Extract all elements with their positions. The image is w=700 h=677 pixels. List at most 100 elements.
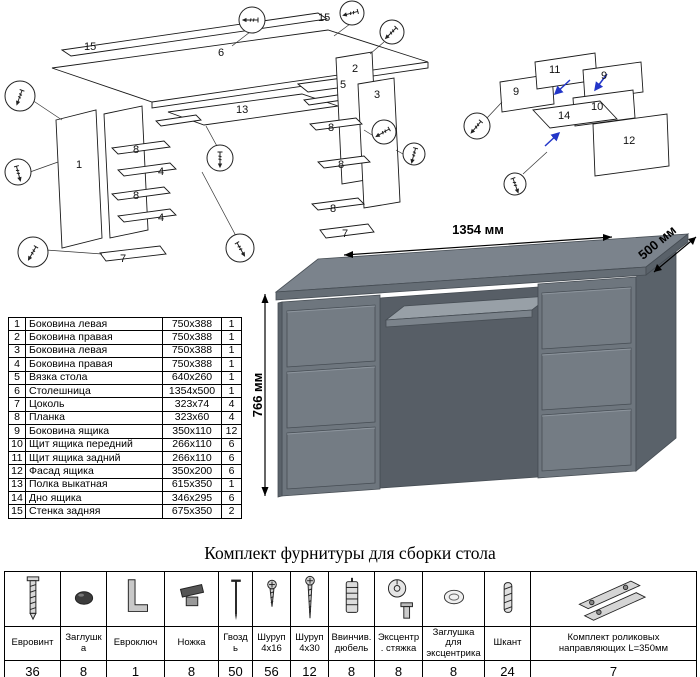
screw-callout-icon — [238, 6, 266, 34]
part-size: 640x260 — [162, 370, 222, 385]
part-qty: 4 — [221, 410, 242, 426]
cam-cover-icon — [422, 571, 485, 627]
part-number: 8 — [8, 410, 26, 426]
hardware-label: Евроключ — [106, 625, 165, 662]
cam-lock-icon — [374, 571, 423, 627]
drawer-exploded-diagram: 11 9 9 10 14 12 — [463, 52, 670, 196]
part-size: 266x110 — [162, 450, 222, 466]
part-number: 13 — [8, 477, 26, 493]
assembly-direction-arrows — [544, 73, 608, 147]
svg-text:14: 14 — [558, 110, 570, 122]
hardware-label: Эксцентр. стяжка — [374, 625, 423, 662]
part-name: Боковина правая — [25, 330, 163, 345]
hex-key-icon — [106, 571, 165, 627]
hardware-qty: 1 — [106, 660, 165, 677]
part-qty: 2 — [221, 504, 242, 519]
svg-text:1: 1 — [76, 159, 82, 171]
screw-callout-icon — [371, 119, 397, 145]
svg-text:8: 8 — [133, 190, 139, 202]
confirmat-screw-icon — [4, 571, 61, 627]
screw-callout-icon — [206, 144, 234, 172]
callout-leader-lines — [29, 23, 411, 255]
screw-callout-icon — [225, 233, 255, 263]
svg-text:7: 7 — [120, 253, 126, 265]
part-number: 1 — [8, 316, 26, 332]
dimension-width: 1354 мм — [343, 222, 613, 258]
part-number: 10 — [8, 437, 26, 452]
part-name: Щит ящика задний — [25, 450, 163, 466]
hardware-label: Ножка — [164, 625, 219, 662]
desk-body — [274, 233, 690, 498]
desk-width-label: 1354 мм — [452, 222, 504, 237]
screw-callout-icon — [17, 236, 49, 268]
hardware-label: Заглушка — [60, 625, 107, 662]
main-exploded-diagram: 15 15 6 13 5 2 3 1 8 4 8 4 7 8 8 8 7 — [4, 0, 429, 268]
hardware-qty: 12 — [290, 660, 329, 677]
svg-text:10: 10 — [591, 101, 603, 113]
screw-4x30-icon — [290, 571, 329, 627]
nail-icon — [218, 571, 253, 627]
part-number: 4 — [8, 357, 26, 372]
svg-text:9: 9 — [601, 70, 607, 82]
furniture-leg-icon — [164, 571, 219, 627]
screw-in-dowel-icon — [328, 571, 375, 627]
cover-cap-icon — [60, 571, 107, 627]
screw-callout-icon — [339, 0, 365, 26]
svg-text:8: 8 — [328, 122, 334, 134]
hardware-qty: 50 — [218, 660, 253, 677]
part-number: 9 — [8, 424, 26, 439]
part-name: Полка выкатная — [25, 477, 163, 493]
hardware-kit-title: Комплект фурнитуры для сборки стола — [204, 543, 496, 563]
part-name: Фасад ящика — [25, 464, 163, 479]
part-name: Дно ящика — [25, 491, 163, 506]
svg-text:9: 9 — [513, 86, 519, 98]
desk-render: 1354 мм 500 мм 766 мм — [252, 222, 697, 498]
part-size: 750x388 — [162, 316, 222, 332]
part-number: 2 — [8, 330, 26, 345]
part-qty: 4 — [221, 397, 242, 412]
hardware-callout-circles — [463, 112, 527, 196]
callout-leader-lines — [486, 101, 548, 175]
desk-panels-outline — [51, 12, 429, 262]
svg-text:11: 11 — [549, 64, 560, 76]
hardware-callout-circles — [4, 0, 426, 268]
part-number: 14 — [8, 491, 26, 506]
part-name: Столешница — [25, 383, 163, 399]
wood-dowel-icon — [484, 571, 531, 627]
drawer-panels-outline — [499, 52, 670, 177]
svg-text:4: 4 — [158, 166, 164, 178]
part-size: 1354x500 — [162, 383, 222, 399]
hardware-label: Шкант — [484, 625, 531, 662]
part-number: 11 — [8, 450, 26, 466]
hardware-qty: 36 — [4, 660, 61, 677]
svg-text:3: 3 — [374, 89, 380, 101]
svg-text:5: 5 — [340, 79, 346, 91]
hardware-label: Гвоздь — [218, 625, 253, 662]
svg-text:7: 7 — [342, 228, 348, 240]
part-number: 6 — [8, 383, 26, 399]
part-name: Боковина левая — [25, 343, 163, 359]
part-name: Стенка задняя — [25, 504, 163, 519]
svg-text:13: 13 — [236, 104, 248, 116]
part-size: 350x200 — [162, 464, 222, 479]
dimension-height: 766 мм — [252, 294, 269, 496]
svg-text:15: 15 — [318, 12, 330, 24]
hardware-qty-row: 36 8 1 8 50 56 12 8 8 8 24 7 — [4, 660, 697, 677]
part-qty: 6 — [221, 437, 242, 452]
part-qty: 1 — [221, 370, 242, 385]
screw-4x16-icon — [252, 571, 291, 627]
